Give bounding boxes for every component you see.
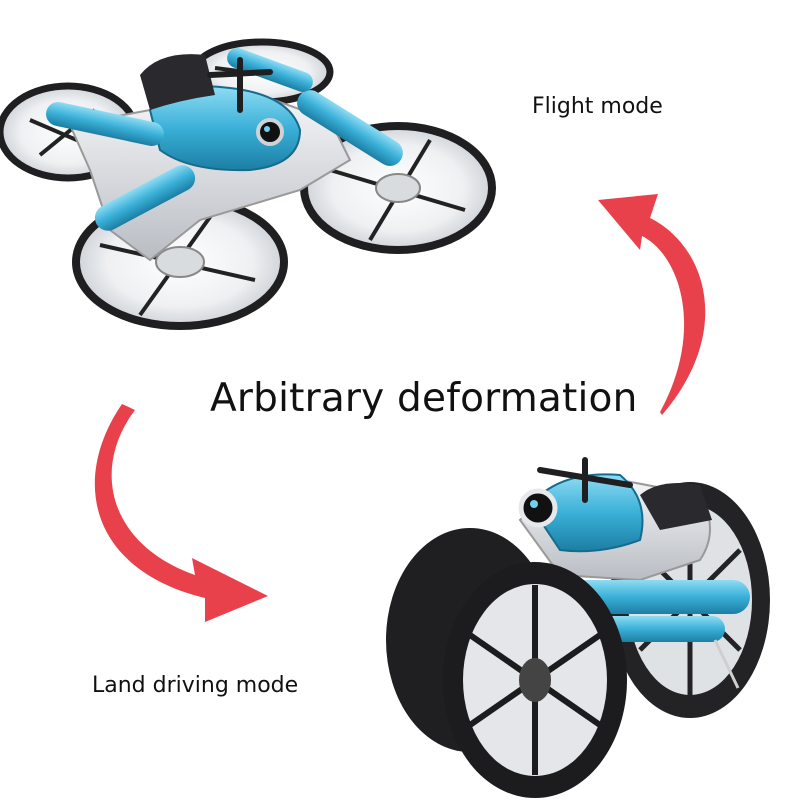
- drone-flight-mode: [0, 38, 496, 330]
- rotor-guard-right: [300, 122, 496, 254]
- curved-arrow-up-icon: [598, 194, 706, 415]
- flight-mode-label: Flight mode: [532, 94, 663, 119]
- headlight-icon: [518, 488, 558, 528]
- headline: Arbitrary deformation: [210, 376, 638, 421]
- camera-lens-icon: [256, 118, 284, 146]
- land-driving-mode-label: Land driving mode: [92, 673, 299, 698]
- motorcycle-land-mode: [386, 457, 770, 798]
- curved-arrow-down-icon: [94, 404, 269, 622]
- front-wheel: [443, 562, 627, 798]
